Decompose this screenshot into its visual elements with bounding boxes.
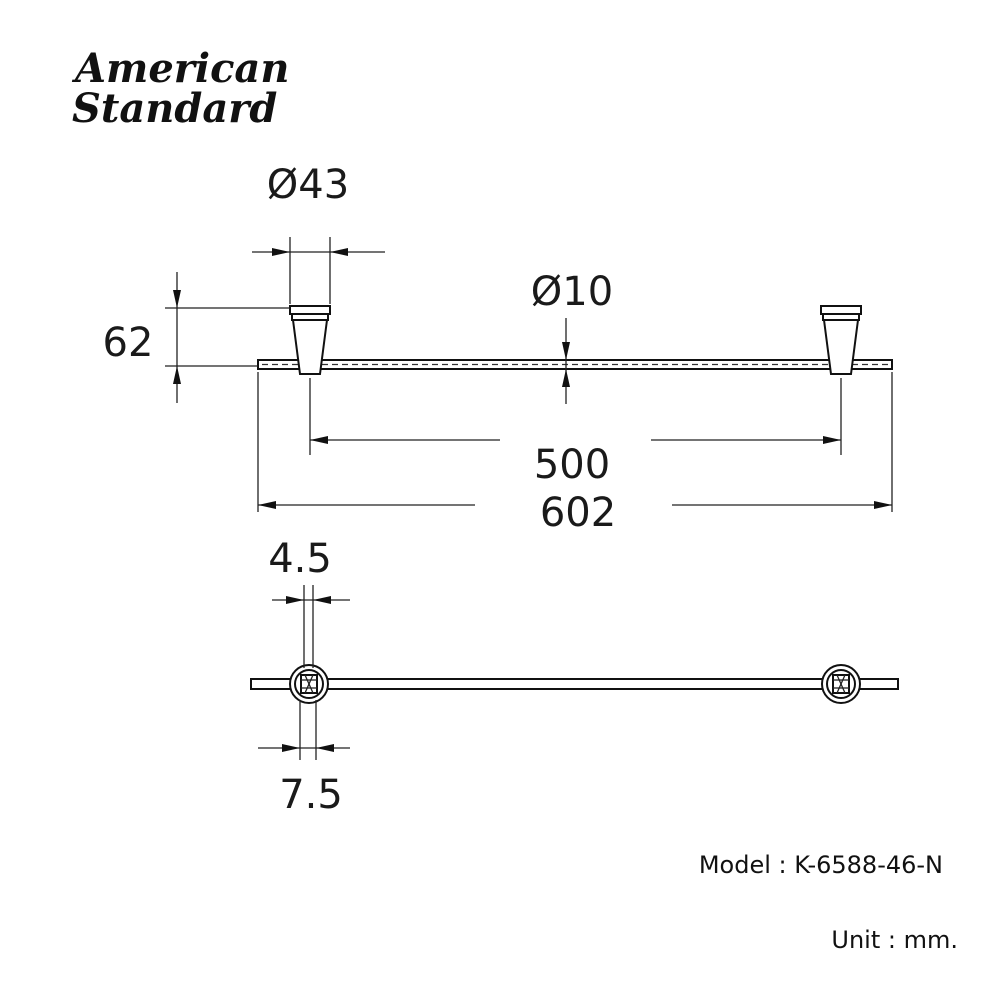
left-bracket bbox=[289, 305, 331, 375]
logo-line-standard: Standard bbox=[72, 85, 277, 132]
label-rod-diameter: Ø10 bbox=[531, 269, 613, 315]
dim-center-distance: 500 bbox=[309, 378, 842, 488]
label-bracket-diameter: Ø43 bbox=[267, 162, 349, 208]
logo-line-american: American bbox=[71, 45, 289, 92]
model-number: Model : K-6588-46-N bbox=[699, 851, 943, 879]
label-bottom-offset: 7.5 bbox=[279, 772, 343, 818]
right-mount bbox=[821, 664, 861, 704]
top-view: 4.5 7.5 bbox=[250, 536, 899, 818]
left-mount bbox=[289, 664, 329, 704]
dim-height: 62 bbox=[103, 272, 290, 403]
dim-overall-length: 602 bbox=[257, 372, 893, 536]
label-center-distance: 500 bbox=[534, 442, 610, 488]
dim-bottom-offset: 7.5 bbox=[258, 700, 350, 818]
right-bracket bbox=[820, 305, 862, 375]
unit-label: Unit : mm. bbox=[831, 926, 958, 954]
front-view: Ø43 62 Ø10 500 bbox=[103, 162, 893, 536]
dim-bracket-diameter: Ø43 bbox=[252, 162, 385, 304]
dim-top-offset: 4.5 bbox=[268, 536, 350, 668]
dim-rod-diameter: Ø10 bbox=[531, 269, 613, 404]
top-view-rod bbox=[250, 678, 899, 690]
label-height: 62 bbox=[103, 320, 154, 366]
label-overall-length: 602 bbox=[540, 490, 616, 536]
label-top-offset: 4.5 bbox=[268, 536, 332, 582]
american-standard-logo: American Standard bbox=[71, 45, 289, 132]
